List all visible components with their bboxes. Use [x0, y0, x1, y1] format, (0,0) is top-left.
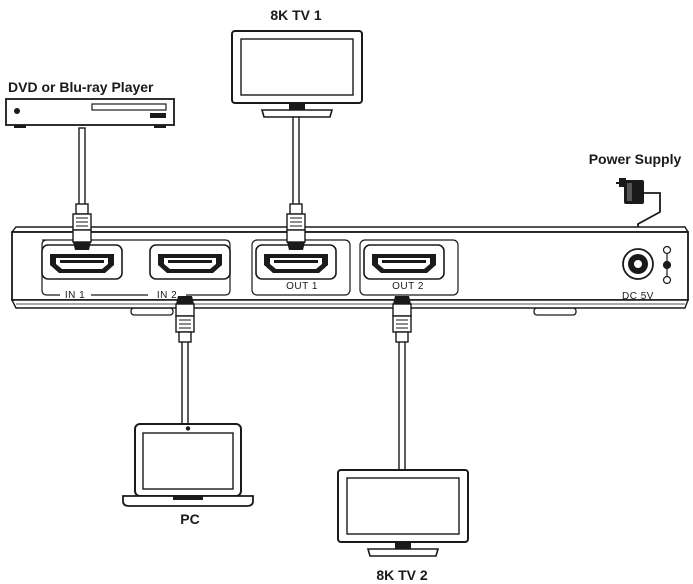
out1-label: OUT 1: [286, 281, 318, 292]
hdmi-plug-in2-icon: [175, 295, 195, 343]
disc-player-icon: [5, 98, 175, 128]
in2-label: IN 2: [157, 290, 177, 301]
hdmi-port-in2-icon[interactable]: [149, 244, 231, 280]
out2-label: OUT 2: [392, 281, 424, 292]
laptop-icon: [122, 423, 254, 507]
in1-label: IN 1: [65, 290, 85, 301]
pc-label: PC: [180, 511, 199, 527]
player-label: DVD or Blu-ray Player: [8, 79, 154, 95]
tv2-icon: [337, 469, 469, 557]
out2-panel: [359, 239, 459, 296]
dc-5v-label: DC 5V: [622, 291, 654, 302]
power-supply-label: Power Supply: [589, 151, 682, 167]
dc-jack-icon[interactable]: [622, 248, 654, 280]
polarity-icon: [662, 245, 672, 285]
hdmi-port-out2-icon[interactable]: [363, 244, 445, 280]
tv1-icon: [231, 30, 363, 118]
tv2-label: 8K TV 2: [376, 567, 428, 583]
hdmi-port-in1-icon[interactable]: [41, 244, 123, 280]
hdmi-port-out1-icon[interactable]: [255, 244, 337, 280]
hdmi-plug-out1-icon: [286, 203, 306, 251]
tv1-label: 8K TV 1: [270, 7, 322, 23]
hdmi-plug-in1-icon: [72, 203, 92, 251]
hdmi-plug-out2-icon: [392, 295, 412, 343]
